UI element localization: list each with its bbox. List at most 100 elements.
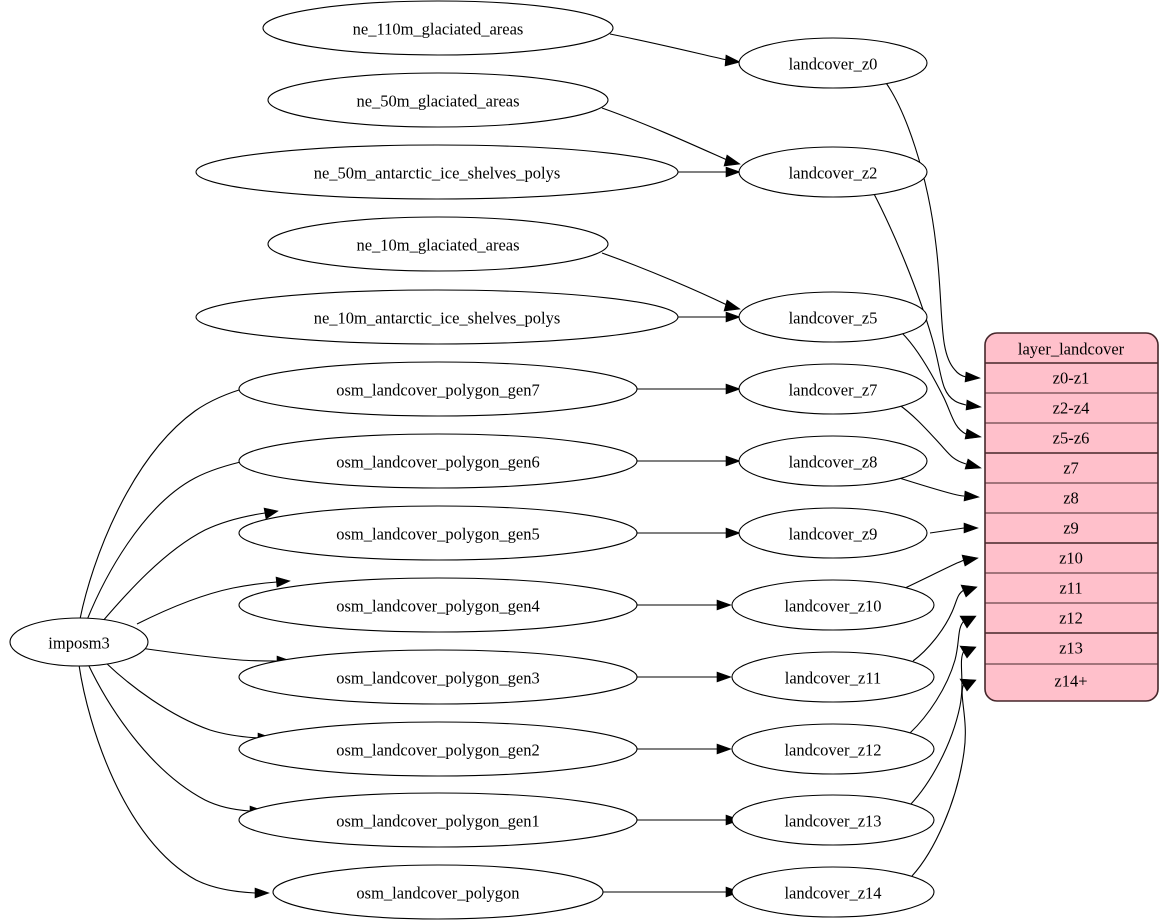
node-label: osm_landcover_polygon [356,884,519,903]
node-landcover-z8[interactable]: landcover_z8 [738,435,928,487]
node-label: landcover_z9 [789,525,878,544]
node-osm-landcover-polygon-gen2[interactable]: osm_landcover_polygon_gen2 [238,721,638,777]
node-label: landcover_z7 [789,381,878,400]
arrow-head [963,490,980,502]
arrow-head [724,54,741,67]
arrow-head [963,522,979,534]
node-osm-landcover-polygon-gen7[interactable]: osm_landcover_polygon_gen7 [238,361,638,417]
edge-ne50mglac-to-z2 [601,107,728,161]
node-landcover-z9[interactable]: landcover_z9 [738,507,928,559]
node-label: osm_landcover_polygon_gen1 [336,812,539,831]
node-landcover-z11[interactable]: landcover_z11 [731,651,935,703]
node-label: landcover_z14 [784,884,881,903]
arrow-head [959,678,977,692]
node-label: ne_50m_glaciated_areas [356,92,519,111]
node-landcover-z14[interactable]: landcover_z14 [731,866,935,918]
edge-imposm3-to-gen1 [87,663,251,812]
edge-z13-to-row-z13 [909,650,965,806]
edge-ne110m-to-z0 [609,33,728,61]
arrow-head [964,458,982,470]
table-header-label: layer_landcover [1018,340,1125,359]
mid-node-group: landcover_z0 landcover_z2 landcover_z5 l… [731,37,935,918]
arrow-head [723,154,741,167]
arrow-head [965,399,982,411]
node-label: osm_landcover_polygon_gen5 [336,525,539,544]
arrow-head [964,428,982,440]
arrow-head [725,527,741,539]
edge-z10-to-row-z10 [904,559,965,589]
node-layer-landcover-table[interactable]: layer_landcover z0-z1 z2-z4 z5-z6 z7 z8 … [984,332,1159,702]
node-label: landcover_z12 [784,741,881,760]
arrow-head [716,743,732,755]
table-row-label-z12[interactable]: z12 [1059,609,1083,628]
node-label: landcover_z8 [789,453,878,472]
node-osm-landcover-polygon-gen1[interactable]: osm_landcover_polygon_gen1 [238,792,638,848]
table-row-label-z13[interactable]: z13 [1059,639,1083,658]
arrow-head [716,671,732,683]
table-row-label-z5z6[interactable]: z5-z6 [1053,429,1090,448]
node-osm-landcover-polygon[interactable]: osm_landcover_polygon [272,864,604,920]
node-label: ne_10m_antarctic_ice_shelves_polys [314,309,561,328]
node-label: osm_landcover_polygon_gen3 [336,669,539,688]
edge-imposm3-to-gen6 [86,459,250,621]
node-label: landcover_z2 [789,164,878,183]
node-imposm3[interactable]: imposm3 [9,617,149,667]
table-row-label-z10[interactable]: z10 [1059,549,1083,568]
node-label: osm_landcover_polygon_gen4 [336,597,539,616]
node-label: ne_10m_glaciated_areas [356,236,519,255]
node-osm-landcover-polygon-gen4[interactable]: osm_landcover_polygon_gen4 [238,577,638,633]
node-label: imposm3 [48,634,109,653]
arrow-head [254,887,270,899]
node-landcover-z5[interactable]: landcover_z5 [738,291,928,343]
node-landcover-z7[interactable]: landcover_z7 [738,363,928,415]
node-label: ne_110m_glaciated_areas [353,20,524,39]
table-row-label-z7[interactable]: z7 [1063,459,1079,478]
table-row-label-z0z1[interactable]: z0-z1 [1053,369,1090,388]
edge-z5-to-row-z5z6 [901,332,967,435]
table-row-label-z2z4[interactable]: z2-z4 [1053,399,1090,418]
edge-imposm3-to-gen3 [139,647,278,662]
edge-imposm3-to-gen4 [136,581,278,625]
node-ne-50m-antarctic-ice-shelves-polys[interactable]: ne_50m_antarctic_ice_shelves_polys [195,144,679,200]
table-row-label-z8[interactable]: z8 [1063,489,1079,508]
table-row-label-z9[interactable]: z9 [1063,519,1079,538]
arrow-head [263,507,279,520]
node-ne-50m-glaciated-areas[interactable]: ne_50m_glaciated_areas [267,72,609,128]
node-landcover-z2[interactable]: landcover_z2 [738,146,928,198]
node-label: ne_50m_antarctic_ice_shelves_polys [314,164,561,183]
table-row-label-z11[interactable]: z11 [1059,579,1082,598]
arrow-head [960,584,978,598]
arrow-head [725,311,741,323]
node-landcover-z10[interactable]: landcover_z10 [731,579,935,631]
node-osm-landcover-polygon-gen5[interactable]: osm_landcover_polygon_gen5 [238,505,638,561]
arrow-head [964,371,981,383]
edge-z2-to-row-z2z4 [871,189,967,406]
node-landcover-z13[interactable]: landcover_z13 [731,794,935,846]
arrow-head [725,166,741,178]
arrow-head [961,554,979,567]
node-label: landcover_z11 [785,669,882,688]
edge-z0-to-row-z0z1 [883,79,967,378]
node-label: landcover_z5 [789,309,878,328]
arrow-head [959,615,977,629]
node-ne-10m-antarctic-ice-shelves-polys[interactable]: ne_10m_antarctic_ice_shelves_polys [195,289,679,345]
edge-imposm3-to-gen5 [101,512,266,623]
node-landcover-z0[interactable]: landcover_z0 [738,37,928,89]
node-label: osm_landcover_polygon_gen2 [336,741,539,760]
node-label: landcover_z13 [784,812,881,831]
node-ne-110m-glaciated-areas[interactable]: ne_110m_glaciated_areas [262,0,614,56]
table-row-label-z14plus[interactable]: z14+ [1054,672,1087,691]
node-landcover-z12[interactable]: landcover_z12 [731,723,935,775]
arrow-head [725,455,741,467]
arrow-head [725,383,741,395]
node-osm-landcover-polygon-gen3[interactable]: osm_landcover_polygon_gen3 [238,649,638,705]
arrow-head [716,599,732,611]
node-ne-10m-glaciated-areas[interactable]: ne_10m_glaciated_areas [267,216,609,272]
edge-layer [78,33,982,899]
node-osm-landcover-polygon-gen6[interactable]: osm_landcover_polygon_gen6 [238,433,638,489]
arrow-head [275,576,291,588]
arrow-head [723,299,741,312]
edge-z7-to-row-z7 [897,403,967,465]
left-node-group: ne_110m_glaciated_areas ne_50m_glaciated… [195,0,679,920]
